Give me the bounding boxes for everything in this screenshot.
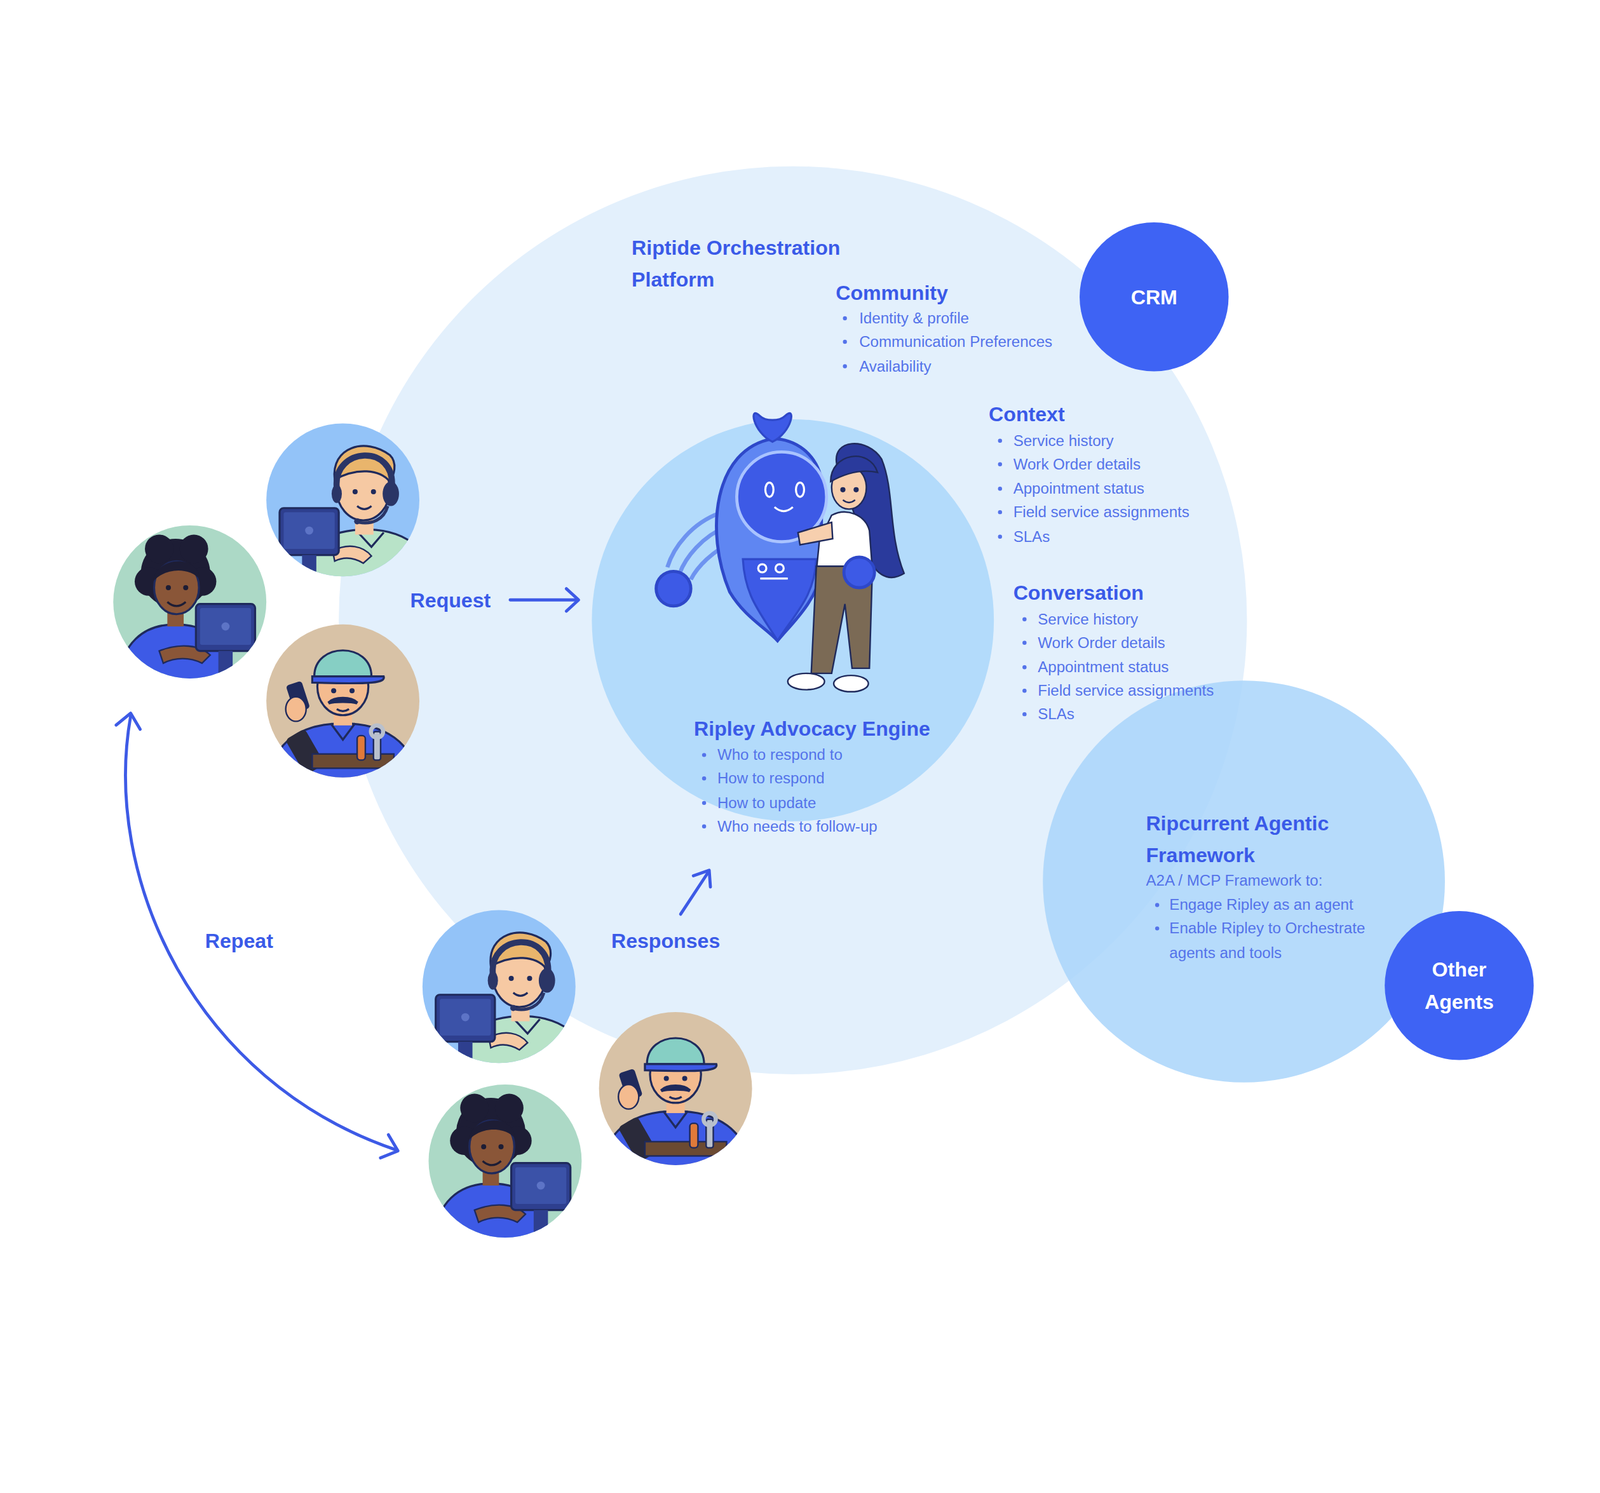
robot-illustration bbox=[759, 577, 788, 580]
robot-illustration bbox=[796, 482, 805, 497]
bullet-item: SLAs bbox=[1013, 524, 1051, 550]
bullet-dot bbox=[998, 439, 1003, 443]
person-illustration bbox=[843, 557, 875, 588]
bullet-item: Who to respond to bbox=[717, 742, 843, 767]
bullet-item: Availability bbox=[859, 354, 931, 379]
bullet-item: Communication Preferences bbox=[859, 329, 1053, 354]
engine-circle-fill bbox=[591, 419, 994, 822]
bullet-item: Field service assignments bbox=[1037, 678, 1214, 703]
person-illustration bbox=[830, 456, 878, 482]
robot-illustration bbox=[758, 564, 767, 573]
section-heading: Context bbox=[988, 399, 1065, 431]
technician-avatar bbox=[599, 1012, 753, 1171]
section-heading: Ripley Advocacy Engine bbox=[693, 713, 931, 746]
robot-illustration bbox=[774, 507, 794, 511]
framework-circle-fill bbox=[1042, 680, 1445, 1083]
node-label: CRM bbox=[1079, 222, 1229, 372]
repeat-arrow bbox=[125, 716, 397, 1151]
bullet-item: Work Order details bbox=[1013, 452, 1141, 477]
crm-circle-fill bbox=[1079, 222, 1229, 372]
bullet-dot bbox=[1022, 617, 1027, 622]
arrow-head bbox=[116, 711, 143, 730]
section-heading: Community bbox=[835, 277, 949, 310]
bullet-item: Service history bbox=[1037, 607, 1139, 632]
request-arrow bbox=[510, 598, 578, 602]
customer-avatar bbox=[428, 1084, 582, 1243]
bullet-dot bbox=[998, 510, 1003, 515]
bullet-item: SLAs bbox=[1037, 702, 1075, 727]
person-illustration bbox=[854, 488, 858, 492]
body-text: A2A / MCP Framework to: bbox=[1145, 868, 1323, 893]
bullet-item: Field service assignments bbox=[1013, 500, 1190, 525]
section-heading: Riptide Orchestration Platform bbox=[631, 231, 862, 296]
bullet-dot bbox=[1155, 926, 1160, 931]
bullet-item: Engage Ripley as an agent bbox=[1169, 893, 1353, 918]
bullet-item: Enable Ripley to Orchestrate agents and … bbox=[1169, 916, 1389, 964]
flow-label: Request bbox=[410, 583, 492, 616]
bullet-item: Work Order details bbox=[1037, 630, 1165, 656]
bullet-dot bbox=[1155, 902, 1160, 907]
person-illustration bbox=[842, 500, 855, 503]
bullet-item: How to update bbox=[717, 791, 816, 816]
bullet-dot bbox=[1022, 641, 1027, 645]
bullet-dot bbox=[842, 364, 847, 368]
bullet-item: Appointment status bbox=[1037, 655, 1169, 680]
agents-circle-fill bbox=[1384, 911, 1534, 1060]
person-illustration bbox=[787, 673, 825, 691]
bullet-dot bbox=[702, 824, 706, 829]
bullet-dot bbox=[702, 801, 706, 806]
robot-illustration bbox=[765, 482, 774, 497]
bullet-item: Identity & profile bbox=[859, 306, 970, 331]
person-illustration bbox=[841, 488, 846, 492]
node-label: Other Agents bbox=[1384, 911, 1534, 1060]
section-heading: Conversation bbox=[1013, 577, 1144, 610]
robot-illustration bbox=[775, 564, 784, 573]
bullet-dot bbox=[998, 486, 1003, 491]
bullet-dot bbox=[842, 316, 847, 321]
bullet-dot bbox=[998, 461, 1003, 466]
bullet-item: Who needs to follow-up bbox=[717, 814, 878, 839]
agents-circle: Other Agents bbox=[1384, 911, 1534, 1060]
crm-circle: CRM bbox=[1079, 222, 1229, 372]
bullet-dot bbox=[1022, 712, 1027, 717]
arrow-head bbox=[116, 711, 143, 730]
robot-illustration bbox=[656, 571, 692, 607]
bullet-dot bbox=[702, 776, 706, 781]
bullet-dot bbox=[702, 752, 706, 757]
arrow-head bbox=[380, 1134, 403, 1163]
bullet-item: Appointment status bbox=[1013, 476, 1145, 501]
person-illustration bbox=[798, 522, 834, 545]
bullet-item: How to respond bbox=[717, 766, 825, 791]
bullet-dot bbox=[1022, 688, 1027, 693]
framework-circle: Ripcurrent Agentic FrameworkA2A / MCP Fr… bbox=[1042, 680, 1445, 1083]
bullet-dot bbox=[842, 339, 847, 344]
agents-circle-shape bbox=[1384, 911, 1534, 1060]
section-heading: Ripcurrent Agentic Framework bbox=[1145, 807, 1350, 872]
bullet-dot bbox=[1022, 665, 1027, 670]
person-illustration bbox=[833, 675, 869, 692]
arrow-head bbox=[380, 1134, 403, 1163]
flow-label: Repeat bbox=[205, 925, 274, 957]
flow-label: Responses bbox=[611, 925, 720, 957]
bullet-dot bbox=[998, 534, 1003, 539]
customer-avatar bbox=[113, 525, 267, 684]
bullet-item: Service history bbox=[1013, 428, 1114, 454]
